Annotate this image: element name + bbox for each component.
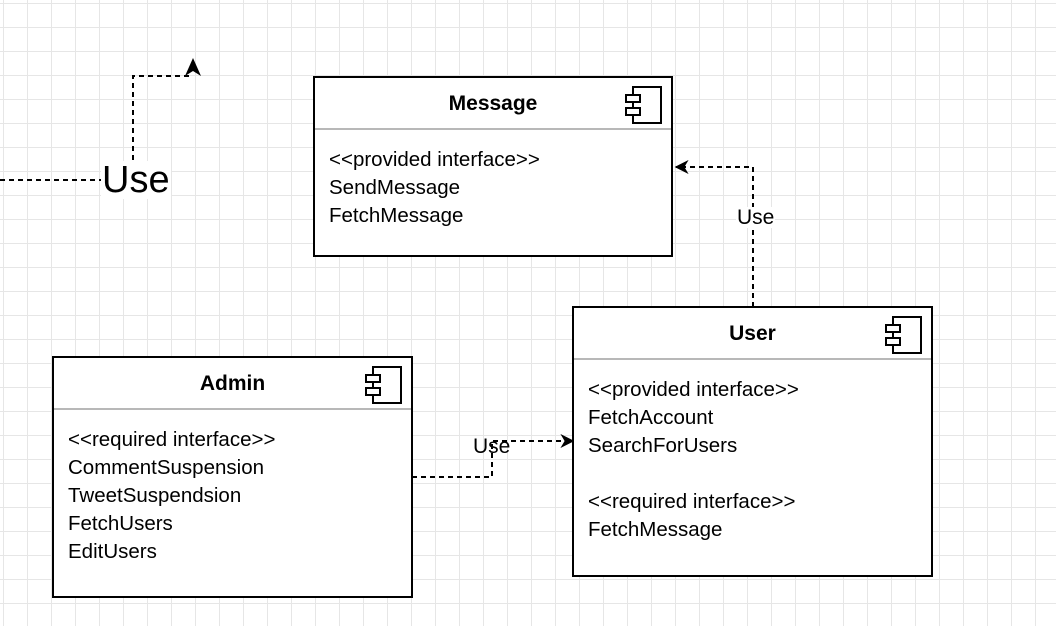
component-separator [315, 128, 671, 130]
component-title: User [729, 322, 776, 345]
interface-item: TweetSuspendsion [68, 484, 242, 507]
provided-interface-stereotype: <<provided interface>> [329, 148, 540, 171]
interface-item: SendMessage [329, 176, 461, 199]
uml-component-icon [625, 86, 662, 124]
component-interfaces: <<provided interface>> SendMessage Fetch… [329, 146, 540, 230]
component-separator [54, 408, 411, 410]
edge-label-admin-user: Use [473, 435, 511, 458]
spacer [588, 460, 799, 488]
component-admin[interactable]: Admin <<required interface>> CommentSusp… [52, 356, 413, 598]
required-interface-stereotype: <<required interface>> [588, 490, 796, 513]
edge-offscreen-use[interactable] [0, 75, 193, 181]
interface-item: CommentSuspension [68, 456, 264, 479]
component-title: Admin [199, 372, 266, 395]
interface-item: FetchUsers [68, 512, 173, 535]
edge-label-user-message: Use [736, 206, 776, 229]
provided-interface-stereotype: <<provided interface>> [588, 378, 799, 401]
required-interface-stereotype: <<required interface>> [68, 428, 276, 451]
edge-label-offscreen-use: Use [101, 159, 171, 201]
edge-user-to-message[interactable] [674, 160, 754, 307]
edge-offscreen-arrowhead [185, 58, 201, 76]
edge-admin-to-user[interactable] [412, 434, 575, 478]
interface-item: FetchMessage [588, 518, 723, 541]
interface-item: EditUsers [68, 540, 157, 563]
uml-component-icon [365, 366, 402, 404]
component-interfaces: <<provided interface>> FetchAccount Sear… [588, 376, 799, 544]
component-user[interactable]: User <<provided interface>> FetchAccount… [572, 306, 933, 577]
interface-item: FetchMessage [329, 204, 464, 227]
uml-component-icon [885, 316, 922, 354]
component-separator [574, 358, 931, 360]
component-interfaces: <<required interface>> CommentSuspension… [68, 426, 275, 566]
interface-item: FetchAccount [588, 406, 714, 429]
interface-item: SearchForUsers [588, 434, 738, 457]
component-title: Message [448, 92, 538, 115]
component-message[interactable]: Message <<provided interface>> SendMessa… [313, 76, 673, 257]
